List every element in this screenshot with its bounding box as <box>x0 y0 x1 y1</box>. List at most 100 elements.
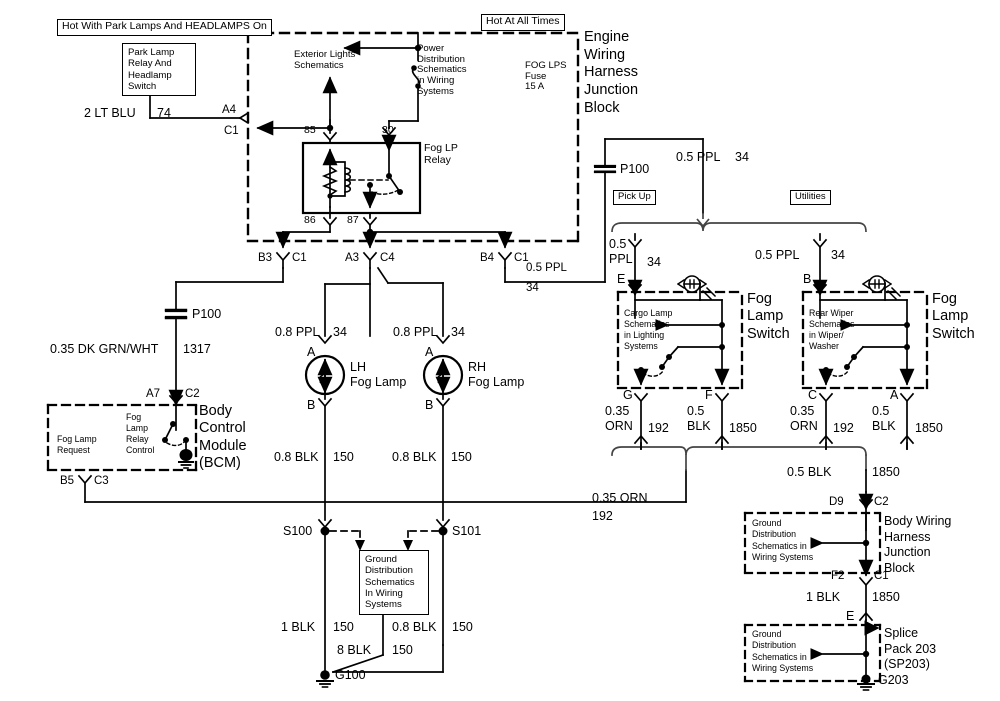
wire-label-ppl-rh: 0.8 PPL <box>393 325 438 339</box>
pin-sw-g: G <box>623 388 633 402</box>
pin-a3: A3 <box>345 252 360 264</box>
wire-label-blk-f: 0.5 BLK <box>687 404 711 433</box>
wire-circuit-dkgrn: 1317 <box>183 342 211 356</box>
wire-label-blk-1850: 1 BLK <box>806 590 841 604</box>
node-s100: S100 <box>283 524 313 538</box>
ground-distribution-box: Ground Distribution Schematics In Wiring… <box>359 550 429 615</box>
wire-label-blk-a: 0.5 BLK <box>872 404 896 433</box>
pin-f2: F2 <box>831 570 845 582</box>
lh-fog-lamp-label: LH Fog Lamp <box>350 360 407 389</box>
wire-circuit-blk-08-s101: 150 <box>452 620 473 634</box>
pin-sw-f: F <box>705 388 713 402</box>
wire-label-orn-g: 0.35 ORN <box>605 404 633 433</box>
rh-fog-lamp-label: RH Fog Lamp <box>468 360 525 389</box>
wire-label-blk-lh: 0.8 BLK <box>274 450 319 464</box>
pin-a7: A7 <box>146 388 161 400</box>
body-wiring-harness-label: Body Wiring Harness Junction Block <box>884 514 952 575</box>
pin-a4: A4 <box>222 104 237 116</box>
pin-c1-b3: C1 <box>292 252 307 264</box>
wire-label-blk-1: 1 BLK <box>281 620 316 634</box>
wire-label-blk-08-s101: 0.8 BLK <box>392 620 437 634</box>
splice-pack-label: Splice Pack 203 (SP203) <box>884 626 937 671</box>
pin-lamp-a-lh: A <box>307 345 316 359</box>
wire-circuit-blk-rh: 150 <box>451 450 472 464</box>
pin-c1-b4: C1 <box>514 252 529 264</box>
wire-circuit-ppl-lh: 34 <box>333 325 347 339</box>
wire-label-ppl-b4: 0.5 PPL <box>526 262 567 274</box>
wire-circuit-ppl-rh: 34 <box>451 325 465 339</box>
pin-c1-a4: C1 <box>224 125 239 137</box>
wire-circuit-ppl-top: 34 <box>735 150 749 164</box>
pin-e-splice: E <box>846 609 855 623</box>
pin-b3: B3 <box>258 252 273 264</box>
pin-c1-f2: C1 <box>874 570 889 582</box>
pin-d9: D9 <box>829 496 844 508</box>
pin-c2-d9: C2 <box>874 496 889 508</box>
ground-dist-body-label: Ground Distribution Schematics in Wiring… <box>752 518 814 563</box>
pin-lamp-b-lh: B <box>307 398 316 412</box>
fog-lamp-switch-right-label: Fog Lamp Switch <box>932 291 975 342</box>
pin-b4: B4 <box>480 252 495 264</box>
wire-label-lt-blu: 2 LT BLU <box>84 106 136 120</box>
wire-circuit-blk-f: 1850 <box>729 421 757 435</box>
pin-b5: B5 <box>60 475 75 487</box>
wire-circuit-lt-blu: 74 <box>157 106 171 120</box>
wire-label-blk-down: 0.5 BLK <box>787 465 832 479</box>
exterior-lights-label: Exterior Lights Schematics <box>294 49 356 71</box>
wire-circuit-blk-8: 150 <box>392 643 413 657</box>
fog-lamp-relay-control-label: Fog Lamp Relay Control <box>126 412 155 456</box>
wire-label-dkgrn: 0.35 DK GRN/WHT <box>50 342 159 356</box>
pin-c2: C2 <box>185 388 200 400</box>
wire-label-ppl-lh: 0.8 PPL <box>275 325 320 339</box>
wire-circuit-blk-lh: 150 <box>333 450 354 464</box>
wire-circuit-orn-g: 192 <box>648 421 669 435</box>
engine-harness-junction-block-label: Engine Wiring Harness Junction Block <box>584 29 639 116</box>
park-lamp-relay-box: Park Lamp Relay And Headlamp Switch <box>122 43 196 97</box>
wire-label-blk-rh: 0.8 BLK <box>392 450 437 464</box>
rear-wiper-schematics-label: Rear Wiper Schematics in Wiper/ Washer <box>809 308 855 352</box>
pin-lamp-b-rh: B <box>425 398 434 412</box>
relay-pin-86: 86 <box>304 214 316 226</box>
fog-lps-fuse-label: FOG LPS Fuse 15 A <box>525 60 567 93</box>
cargo-lamp-schematics-label: Cargo Lamp Schematics in Lighting System… <box>624 308 673 352</box>
node-p100-left: P100 <box>192 307 222 321</box>
wire-circuit-orn-main: 192 <box>592 509 613 523</box>
pin-sw-c: C <box>808 388 818 402</box>
wire-circuit-blk-1: 150 <box>333 620 354 634</box>
pin-lamp-a-rh: A <box>425 345 434 359</box>
fog-lp-relay-label: Fog LP Relay <box>424 142 458 166</box>
wire-label-ppl-util: 0.5 PPL <box>755 248 800 262</box>
bcm-label: Body Control Module (BCM) <box>199 403 247 472</box>
relay-pin-87: 87 <box>347 214 359 226</box>
wire-circuit-blk-1850: 1850 <box>872 590 900 604</box>
node-g203: G203 <box>878 673 909 687</box>
fog-lamp-switch-left-label: Fog Lamp Switch <box>747 291 790 342</box>
relay-pin-85: 85 <box>304 124 316 136</box>
power-distribution-label: Power Distribution Schematics in Wiring … <box>417 43 467 97</box>
pin-sw-a: A <box>890 388 899 402</box>
node-s101: S101 <box>452 524 482 538</box>
pin-sw-b: B <box>803 272 812 286</box>
wire-circuit-orn-c: 192 <box>833 421 854 435</box>
wire-label-orn-c: 0.35 ORN <box>790 404 818 433</box>
fog-lamp-request-label: Fog Lamp Request <box>57 434 97 456</box>
hot-at-all-times-label: Hot At All Times <box>481 14 565 31</box>
pin-c4: C4 <box>380 252 395 264</box>
node-g100: G100 <box>335 668 366 682</box>
pin-sw-e: E <box>617 272 626 286</box>
ground-dist-splice-label: Ground Distribution Schematics in Wiring… <box>752 629 814 674</box>
wire-circuit-ppl-b4: 34 <box>526 282 539 294</box>
wire-label-blk-8: 8 BLK <box>337 643 372 657</box>
wire-label-orn-main: 0.35 ORN <box>592 491 648 505</box>
wire-circuit-ppl-pickup: 34 <box>647 255 661 269</box>
wire-label-ppl-top: 0.5 PPL <box>676 150 721 164</box>
wire-circuit-blk-a: 1850 <box>915 421 943 435</box>
relay-pin-30: 30 <box>382 124 394 136</box>
utilities-label: Utilities <box>790 190 831 206</box>
wire-circuit-ppl-util: 34 <box>831 248 845 262</box>
wire-circuit-blk-down: 1850 <box>872 465 900 479</box>
hot-with-park-lamps-label: Hot With Park Lamps And HEADLAMPS On <box>57 19 272 36</box>
pin-c3: C3 <box>94 475 109 487</box>
